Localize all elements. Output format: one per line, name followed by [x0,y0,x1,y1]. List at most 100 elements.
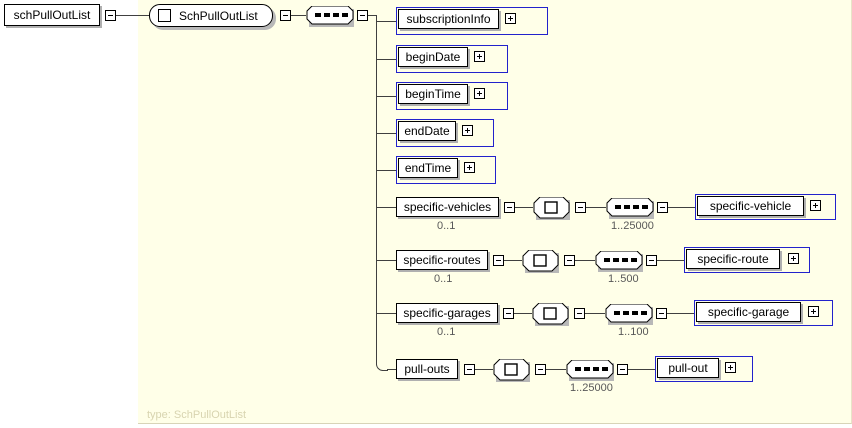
sequence-icon [606,198,654,217]
expander-subscriptionInfo[interactable] [505,13,516,24]
occurs-sequence-specific-vehicles: 1..25000 [611,220,654,232]
complextype-node-label: SchPullOutList [179,9,258,23]
branch-line-endTime [376,170,396,171]
link-choice-to-sequence-specific-vehicles [586,207,606,208]
complextype-collapse-toggle[interactable] [280,10,291,21]
link-sequence-to-child-pull-out [628,369,655,370]
complextype-node[interactable]: SchPullOutList [149,4,273,27]
root-element-box[interactable]: schPullOutList [4,4,100,26]
sequence-compositor-specific-garages[interactable] [605,304,653,323]
collapse-specific-vehicles[interactable] [504,202,515,213]
branch-line-endDate [376,133,396,134]
element-box-specific-vehicle[interactable]: specific-vehicle [697,196,804,216]
link-choice-to-sequence-specific-routes [575,260,595,261]
occurs-sequence-pull-outs: 1..25000 [570,382,613,394]
element-label-beginDate: beginDate [406,50,461,64]
collapse-sequence-pull-outs[interactable] [617,364,628,375]
collapse-choice-specific-routes[interactable] [564,255,575,266]
expander-pull-out[interactable] [725,362,736,373]
element-box-specific-route[interactable]: specific-route [686,249,780,269]
element-box-specific-garages[interactable]: specific-garages [396,303,498,323]
element-box-pull-outs[interactable]: pull-outs [396,359,458,379]
element-label-endDate: endDate [404,124,449,138]
element-label-pull-outs: pull-outs [404,362,449,376]
element-label-beginTime: beginTime [405,87,461,101]
element-label-endTime: endTime [405,161,451,175]
element-box-beginTime[interactable]: beginTime [398,84,468,104]
choice-compositor-specific-garages[interactable] [532,303,570,325]
sequence-compositor-pull-outs[interactable] [566,360,614,379]
collapse-choice-specific-garages[interactable] [574,308,585,319]
element-box-specific-vehicles[interactable]: specific-vehicles [396,197,499,217]
choice-compositor-pull-outs[interactable] [493,359,531,381]
link-sequence-to-child-specific-garage [667,313,694,314]
tree-trunk-stub [368,15,376,16]
choice-compositor-specific-routes[interactable] [522,250,560,272]
expander-beginTime[interactable] [474,88,485,99]
choice-icon [522,250,560,272]
complextype-type-caption: type: SchPullOutList [147,409,246,421]
collapse-sequence-specific-garages[interactable] [656,308,667,319]
element-label-specific-vehicles: specific-vehicles [404,200,491,214]
element-label-specific-vehicle: specific-vehicle [710,199,791,213]
collapse-sequence-specific-routes[interactable] [646,255,657,266]
element-box-endTime[interactable]: endTime [398,158,458,178]
element-label-specific-routes: specific-routes [403,253,480,267]
link-sequence-to-child-specific-vehicle [668,207,695,208]
link-specific-routes-to-choice [504,260,522,261]
collapse-specific-routes[interactable] [493,255,504,266]
collapse-pull-outs[interactable] [464,364,475,375]
expander-specific-vehicle[interactable] [810,200,821,211]
link-specific-garages-to-choice [514,313,532,314]
sequence-compositor-root[interactable] [306,6,354,25]
occurs-sequence-specific-routes: 1..500 [608,273,639,285]
branch-line-subscriptionInfo [376,21,396,22]
expander-specific-garage[interactable] [808,306,819,317]
sequence-icon [605,304,653,323]
expander-beginDate[interactable] [474,51,485,62]
element-box-endDate[interactable]: endDate [398,121,456,141]
collapse-choice-pull-outs[interactable] [535,364,546,375]
element-box-specific-routes[interactable]: specific-routes [396,250,488,270]
sequence-icon [595,251,643,270]
element-label-subscriptionInfo: subscriptionInfo [406,12,490,26]
choice-compositor-specific-vehicles[interactable] [533,197,571,219]
complextype-to-sequence-line [291,15,306,16]
root-collapse-toggle[interactable] [105,10,116,21]
branch-line-beginTime [376,96,396,97]
occurs-specific-garages: 0..1 [437,326,455,338]
link-choice-to-sequence-specific-garages [585,313,605,314]
expander-endTime[interactable] [464,162,475,173]
choice-icon [532,303,570,325]
branch-line-pull-outs [387,369,396,370]
sequence-collapse-toggle[interactable] [357,10,368,21]
element-box-beginDate[interactable]: beginDate [398,47,468,67]
choice-icon [493,359,531,381]
element-box-pull-out[interactable]: pull-out [657,358,719,378]
link-pull-outs-to-choice [475,369,493,370]
element-box-subscriptionInfo[interactable]: subscriptionInfo [398,9,499,29]
sequence-compositor-specific-routes[interactable] [595,251,643,270]
branch-line-specific-routes [376,260,396,261]
occurs-specific-vehicles: 0..1 [437,220,455,232]
element-box-specific-garage[interactable]: specific-garage [696,302,801,322]
element-label-specific-garage: specific-garage [708,305,789,319]
sequence-icon [306,6,354,25]
link-specific-vehicles-to-choice [515,207,533,208]
collapse-specific-garages[interactable] [503,308,514,319]
occurs-specific-routes: 0..1 [434,273,452,285]
expander-endDate[interactable] [462,125,473,136]
element-label-pull-out: pull-out [668,361,707,375]
collapse-sequence-specific-vehicles[interactable] [657,202,668,213]
link-choice-to-sequence-pull-outs [546,369,566,370]
root-element-label: schPullOutList [14,8,91,22]
sequence-compositor-specific-vehicles[interactable] [606,198,654,217]
branch-line-beginDate [376,59,396,60]
collapse-choice-specific-vehicles[interactable] [575,202,586,213]
choice-icon [533,197,571,219]
expander-specific-route[interactable] [788,253,799,264]
link-sequence-to-child-specific-route [657,260,684,261]
root-connector-line [116,15,149,16]
branch-line-specific-garages [376,313,396,314]
